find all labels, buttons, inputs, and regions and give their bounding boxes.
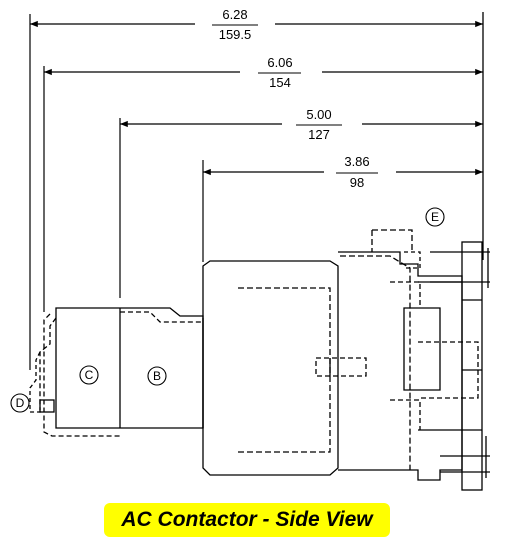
dim-6-06-mm: 154 [269,75,291,90]
dimension-6-28: 6.28 159.5 [30,7,483,42]
auxiliary-modules [29,307,204,437]
contactor-body [202,260,367,476]
callout-d: D [10,393,30,413]
svg-text:B: B [153,369,161,383]
dim-5-00-mm: 127 [308,127,330,142]
callout-c: C [79,365,99,385]
callout-e: E [425,207,445,227]
svg-text:E: E [431,210,439,224]
module-b-outline [55,307,204,429]
dim-6-28-inches: 6.28 [222,7,247,22]
dimension-6-06: 6.06 154 [44,55,483,90]
diagram-caption: AC Contactor - Side View [104,503,390,537]
terminal-slot [315,357,367,377]
dimension-3-86: 3.86 98 [202,154,483,190]
dim-3-86-inches: 3.86 [344,154,369,169]
svg-text:D: D [16,396,25,410]
dimension-5-00: 5.00 127 [120,107,483,142]
callout-b: B [147,366,167,386]
dim-6-28-mm: 159.5 [219,27,252,42]
dim-6-06-inches: 6.06 [267,55,292,70]
svg-text:C: C [85,368,94,382]
dim-3-86-mm: 98 [350,175,364,190]
contact-block [338,229,490,491]
contactor-side-view-drawing: 6.28 159.5 6.06 154 5.00 127 3.86 98 [10,7,490,491]
main-housing-outline [202,260,339,476]
dim-5-00-inches: 5.00 [306,107,331,122]
